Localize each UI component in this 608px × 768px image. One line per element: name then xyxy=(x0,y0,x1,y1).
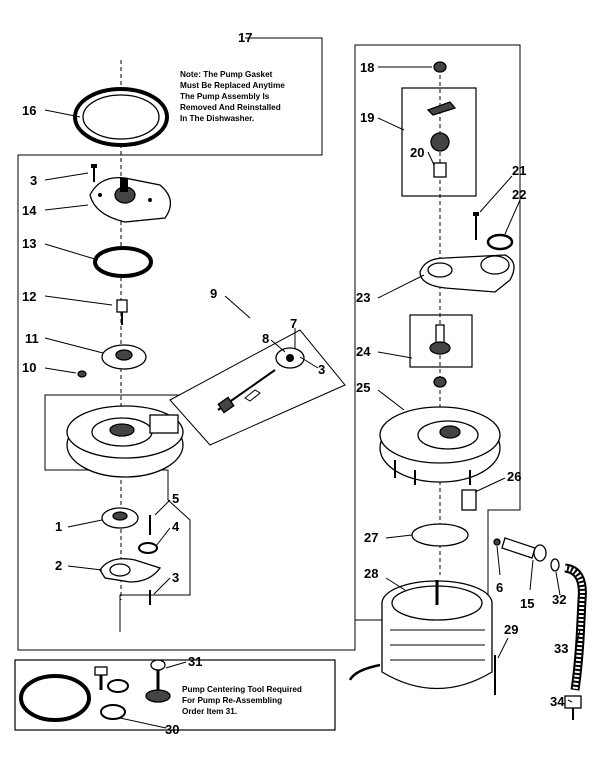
callout-3-mid: 3 xyxy=(318,362,325,377)
part-20 xyxy=(433,162,447,178)
callout-labels: 16 3 14 13 12 11 10 9 8 7 3 5 1 4 2 3 17… xyxy=(22,30,568,737)
bracket-9 xyxy=(169,329,346,446)
callout-19: 19 xyxy=(360,110,374,125)
callout-28: 28 xyxy=(364,566,378,581)
note-top-line-4: Removed And Reinstalled xyxy=(180,103,281,112)
part-24 xyxy=(429,324,451,355)
tool-screw xyxy=(94,666,108,690)
callout-21: 21 xyxy=(512,163,526,178)
callout-7: 7 xyxy=(290,316,297,331)
note-top-line-5: In The Dishwasher. xyxy=(180,114,254,123)
callout-29: 29 xyxy=(504,622,518,637)
callout-4: 4 xyxy=(172,519,180,534)
callout-30: 30 xyxy=(165,722,179,737)
callout-22: 22 xyxy=(512,187,526,202)
note-bottom-line-1: Pump Centering Tool Required xyxy=(182,685,302,694)
pump-cover xyxy=(89,176,172,223)
callout-27: 27 xyxy=(364,530,378,545)
tool-oring-1 xyxy=(107,679,129,693)
callout-9: 9 xyxy=(210,286,217,301)
part-10 xyxy=(77,370,87,378)
part-21 xyxy=(473,212,479,240)
part-22-o-ring xyxy=(486,233,514,251)
part-26-bracket xyxy=(461,489,477,511)
group-box-24 xyxy=(409,314,473,368)
callout-33: 33 xyxy=(554,641,568,656)
ring-32 xyxy=(550,558,560,572)
note-bottom-line-2: For Pump Re-Assembling xyxy=(182,696,282,705)
callout-18: 18 xyxy=(360,60,374,75)
leader-lines xyxy=(44,37,581,729)
pump-gasket xyxy=(73,87,169,147)
fitting-15 xyxy=(501,537,547,562)
callout-3-top: 3 xyxy=(30,173,37,188)
callout-15: 15 xyxy=(520,596,534,611)
note-top-line-1: Note: The Pump Gasket xyxy=(180,70,273,79)
motor-28 xyxy=(348,580,493,690)
callout-10: 10 xyxy=(22,360,36,375)
left-assembly-outline xyxy=(17,37,521,651)
o-ring-13 xyxy=(93,246,153,278)
hose-33 xyxy=(564,563,587,691)
callout-13: 13 xyxy=(22,236,36,251)
callout-12: 12 xyxy=(22,289,36,304)
part-4 xyxy=(138,542,158,554)
note-top-line-3: The Pump Assembly Is xyxy=(180,92,270,101)
callout-31: 31 xyxy=(188,654,202,669)
callout-17: 17 xyxy=(238,30,252,45)
callout-16: 16 xyxy=(22,103,36,118)
note-top-line-2: Must Be Replaced Anytime xyxy=(180,81,285,90)
part-18 xyxy=(433,61,447,73)
centering-tool-31 xyxy=(145,659,171,703)
impeller-11 xyxy=(101,344,147,370)
pump-housing-25 xyxy=(379,406,501,485)
callout-3-bottom: 3 xyxy=(172,570,179,585)
clamp-34 xyxy=(564,695,582,720)
callout-26: 26 xyxy=(507,469,521,484)
part-8-spring xyxy=(217,347,305,414)
group-box-19 xyxy=(401,87,477,197)
callout-6: 6 xyxy=(496,580,503,595)
callout-14: 14 xyxy=(22,203,37,218)
part-2 xyxy=(99,558,162,583)
disc-27 xyxy=(411,523,469,547)
callout-32: 32 xyxy=(552,592,566,607)
callout-2: 2 xyxy=(55,558,62,573)
screw-3-top xyxy=(91,164,97,182)
callout-24: 24 xyxy=(356,344,371,359)
tool-oring-2 xyxy=(100,704,126,720)
plate-23 xyxy=(419,254,515,293)
callout-8: 8 xyxy=(262,331,269,346)
note-bottom-line-3: Order Item 31. xyxy=(182,707,237,716)
callout-11: 11 xyxy=(25,331,39,346)
part-12 xyxy=(116,299,128,325)
callout-25: 25 xyxy=(356,380,370,395)
callout-20: 20 xyxy=(410,145,424,160)
callout-5: 5 xyxy=(172,491,179,506)
callout-34: 34 xyxy=(550,694,565,709)
tool-gasket-ring xyxy=(19,674,91,722)
callout-23: 23 xyxy=(356,290,370,305)
part-1 xyxy=(101,507,139,529)
right-assembly-outline xyxy=(44,394,191,632)
callout-1: 1 xyxy=(55,519,62,534)
tool-box xyxy=(14,659,336,731)
part-19 xyxy=(426,101,457,152)
part-24-ring xyxy=(433,376,447,388)
part-6 xyxy=(493,538,501,546)
pump-housing-left xyxy=(66,405,184,478)
